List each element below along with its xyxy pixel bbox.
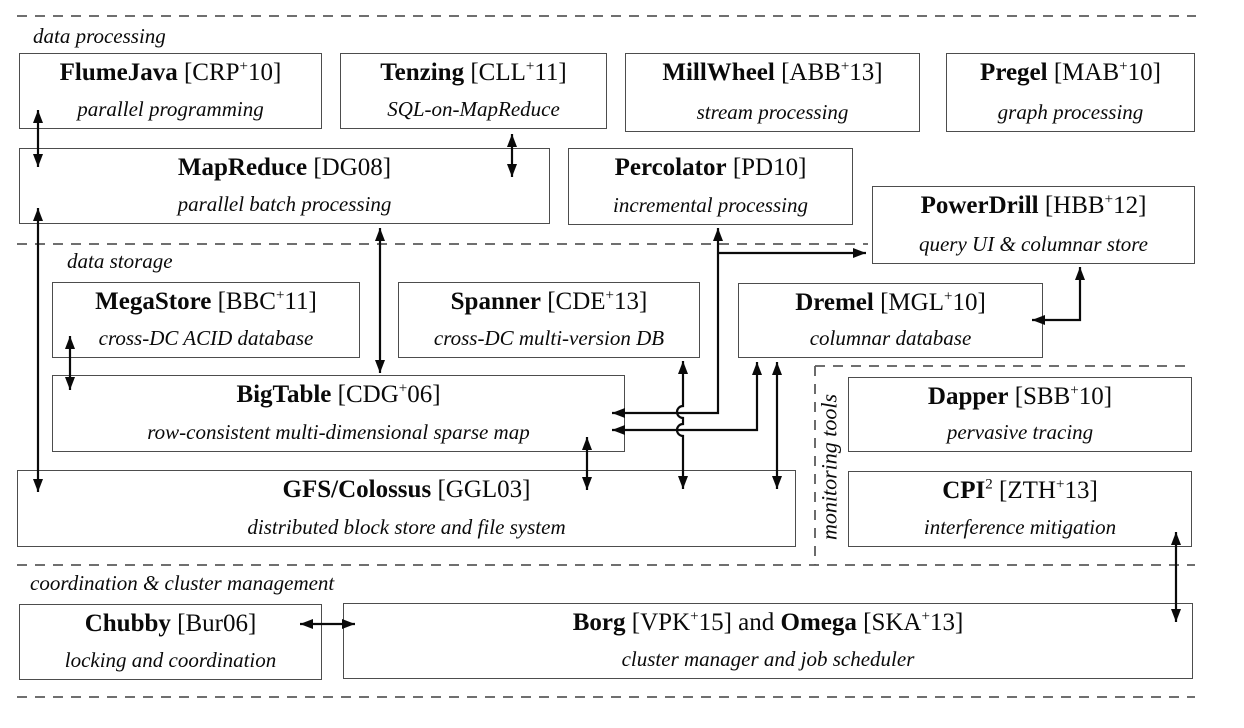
box-millwheel: MillWheel [ABB+13] stream processing <box>625 53 920 132</box>
box-tenzing-title: Tenzing [CLL+11] <box>380 58 567 86</box>
region-label-coordination-cluster-management: coordination & cluster management <box>30 571 335 595</box>
box-bigtable: BigTable [CDG+06] row-consistent multi-d… <box>52 375 625 452</box>
box-spanner: Spanner [CDE+13] cross-DC multi-version … <box>398 282 700 358</box>
box-borg-omega: Borg [VPK+15] and Omega [SKA+13] cluster… <box>343 603 1193 679</box>
box-dapper: Dapper [SBB+10] pervasive tracing <box>848 377 1192 452</box>
box-powerdrill-title: PowerDrill [HBB+12] <box>920 191 1147 219</box>
box-tenzing-subtitle: SQL-on-MapReduce <box>387 96 560 121</box>
region-label-data-storage: data storage <box>67 249 173 273</box>
box-powerdrill: PowerDrill [HBB+12] query UI & columnar … <box>872 186 1195 264</box>
box-cpi2-title: CPI2 [ZTH+13] <box>942 476 1098 504</box>
box-pregel-title: Pregel [MAB+10] <box>980 58 1161 86</box>
box-megastore-title: MegaStore [BBC+11] <box>95 287 317 315</box>
box-dapper-subtitle: pervasive tracing <box>946 419 1094 444</box>
box-dremel-subtitle: columnar database <box>809 325 972 350</box>
box-chubby: Chubby [Bur06] locking and coordination <box>19 604 322 680</box>
box-mapreduce-title: MapReduce [DG08] <box>177 154 392 181</box>
box-bigtable-subtitle: row-consistent multi-dimensional sparse … <box>147 419 530 444</box>
region-label-data-processing: data processing <box>33 24 166 48</box>
box-percolator: Percolator [PD10] incremental processing <box>568 148 853 225</box>
box-cpi2-subtitle: interference mitigation <box>923 514 1117 539</box>
box-spanner-subtitle: cross-DC multi-version DB <box>433 325 665 350</box>
box-percolator-subtitle: incremental processing <box>613 192 808 217</box>
arrow-dremel-bigtable <box>612 362 762 435</box>
box-spanner-title: Spanner [CDE+13] <box>450 287 648 315</box>
box-tenzing: Tenzing [CLL+11] SQL-on-MapReduce <box>340 53 607 129</box>
box-millwheel-title: MillWheel [ABB+13] <box>662 58 883 86</box>
box-dremel-title: Dremel [MGL+10] <box>795 288 986 316</box>
box-gfs-colossus-title: GFS/Colossus [GGL03] <box>282 476 531 503</box>
box-powerdrill-subtitle: query UI & columnar store <box>918 231 1149 256</box>
box-flumejava-title: FlumeJava [CRP+10] <box>59 58 282 86</box>
box-flumejava-subtitle: parallel programming <box>77 96 264 121</box>
box-mapreduce: MapReduce [DG08] parallel batch processi… <box>19 148 550 224</box>
box-flumejava: FlumeJava [CRP+10] parallel programming <box>19 53 322 129</box>
box-pregel: Pregel [MAB+10] graph processing <box>946 53 1195 132</box>
box-pregel-subtitle: graph processing <box>997 99 1144 124</box>
box-gfs-colossus: GFS/Colossus [GGL03] distributed block s… <box>17 470 796 547</box>
box-millwheel-subtitle: stream processing <box>696 99 849 124</box>
box-mapreduce-subtitle: parallel batch processing <box>177 191 392 216</box>
box-cpi2: CPI2 [ZTH+13] interference mitigation <box>848 471 1192 547</box>
box-chubby-subtitle: locking and coordination <box>64 647 277 672</box>
box-borg-omega-title: Borg [VPK+15] and Omega [SKA+13] <box>572 608 964 636</box>
region-label-monitoring-tools: monitoring tools <box>816 393 842 541</box>
box-gfs-colossus-subtitle: distributed block store and file system <box>247 514 566 539</box>
box-percolator-title: Percolator [PD10] <box>614 154 807 181</box>
box-dapper-title: Dapper [SBB+10] <box>927 382 1113 410</box>
box-bigtable-title: BigTable [CDG+06] <box>236 380 441 408</box>
box-chubby-title: Chubby [Bur06] <box>84 610 257 637</box>
box-dremel: Dremel [MGL+10] columnar database <box>738 283 1043 358</box>
box-megastore: MegaStore [BBC+11] cross-DC ACID databas… <box>52 282 360 358</box>
box-megastore-subtitle: cross-DC ACID database <box>98 325 314 350</box>
box-borg-omega-subtitle: cluster manager and job scheduler <box>621 646 915 671</box>
